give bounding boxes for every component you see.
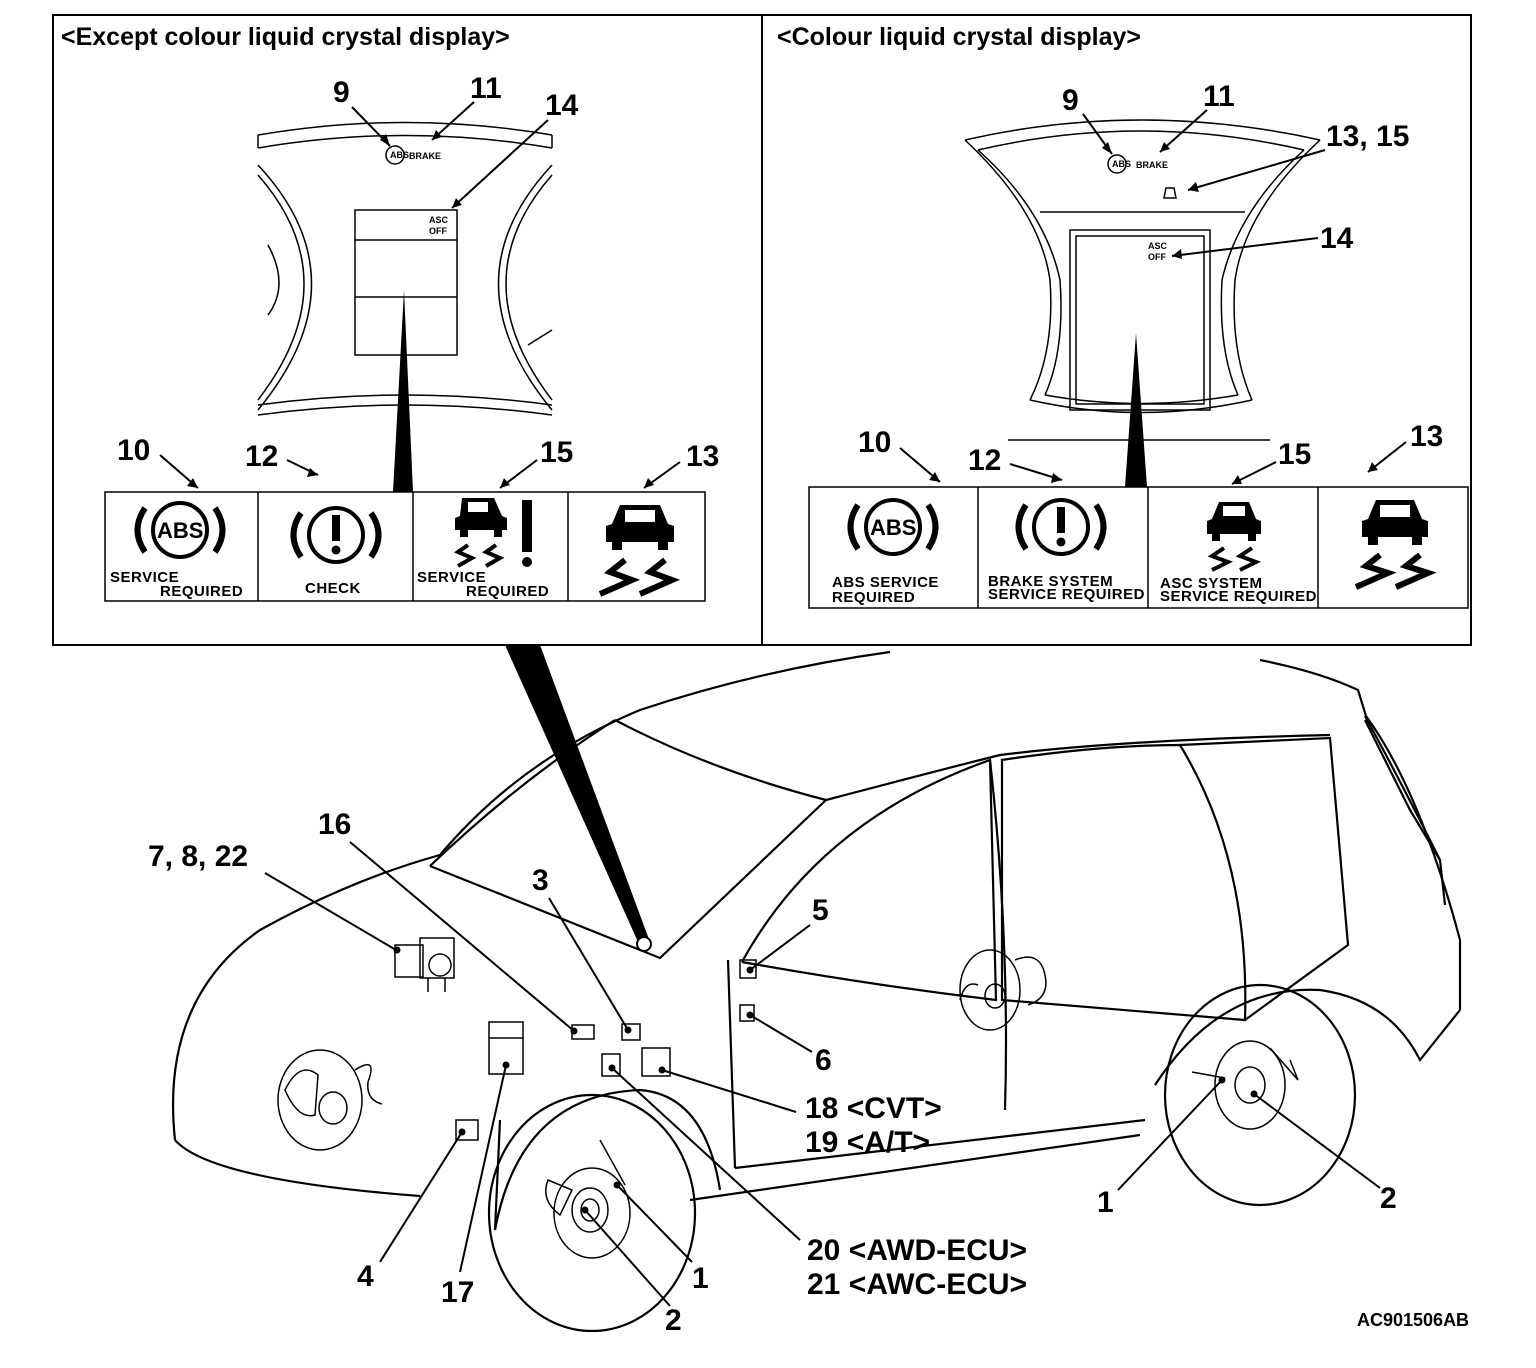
right-asc-label-2: OFF	[1148, 252, 1166, 262]
rear-wheel	[1163, 983, 1357, 1207]
right-callout-13-15: 13, 15	[1326, 120, 1409, 153]
left-asc-caption-2: REQUIRED	[466, 583, 549, 600]
callout-2-front: 2	[665, 1304, 682, 1337]
left-callout-15: 15	[540, 436, 573, 469]
figure-code: AC901506AB	[1357, 1310, 1469, 1330]
right-callout-13: 13	[1410, 420, 1443, 453]
left-meter-cluster	[257, 121, 553, 416]
right-callout-14: 14	[1320, 222, 1354, 255]
left-asc-caption-1: SERVICE	[417, 569, 486, 586]
left-warning-strip	[104, 491, 706, 602]
left-brake-caption: CHECK	[305, 580, 361, 597]
left-asc-label-1: ASC	[429, 215, 449, 225]
callout-6: 6	[815, 1044, 832, 1077]
right-callout-15: 15	[1278, 438, 1311, 471]
left-display-pointer	[393, 290, 413, 492]
control-module-17	[488, 1021, 524, 1075]
left-asc-service-icon	[453, 498, 532, 568]
left-brake-warning-icon	[290, 506, 382, 564]
left-abs-caption-1: SERVICE	[110, 569, 179, 586]
right-callout-9: 9	[1062, 84, 1079, 117]
switch-5	[739, 959, 757, 979]
sensor-3	[621, 1023, 641, 1041]
left-brake-small-label: BRAKE	[409, 151, 441, 161]
right-brake-small-label: BRAKE	[1136, 160, 1168, 170]
right-callout-10: 10	[858, 426, 891, 459]
right-abs-caption-2: REQUIRED	[832, 589, 915, 606]
switch-4	[455, 1119, 479, 1141]
left-callout-14: 14	[545, 89, 579, 122]
left-callout-9: 9	[333, 76, 350, 109]
switch-6	[739, 1004, 755, 1022]
right-display-pointer	[1125, 333, 1147, 487]
left-callout-10: 10	[117, 434, 150, 467]
front-left-brake-disc	[277, 1049, 383, 1151]
cluster-location-pointer	[505, 645, 650, 942]
right-asc-label-1: ASC	[1148, 241, 1168, 251]
callout-20-awd-ecu: 20 <AWD-ECU>	[807, 1234, 1027, 1267]
right-asc-service-icon	[1207, 502, 1261, 572]
left-asc-label-2: OFF	[429, 226, 447, 236]
callout-3: 3	[532, 864, 549, 897]
callout-16: 16	[318, 808, 351, 841]
callout-18-cvt: 18 <CVT>	[805, 1092, 942, 1125]
left-callout-12: 12	[245, 440, 278, 473]
right-abs-small-label: ABS	[1112, 159, 1131, 169]
left-abs-small-label: ABS	[390, 150, 409, 160]
left-panel-title: <Except colour liquid crystal display>	[61, 23, 510, 51]
front-wheel	[487, 1093, 697, 1333]
callout-19-at: 19 <A/T>	[805, 1126, 930, 1159]
callout-7-8-22: 7, 8, 22	[148, 840, 248, 873]
left-callout-11: 11	[470, 72, 502, 105]
left-abs-warning-icon	[134, 501, 226, 559]
right-asc-caption-1: ASC SYSTEM	[1160, 575, 1263, 592]
right-callout-12: 12	[968, 444, 1001, 477]
left-asc-active-icon	[598, 505, 681, 597]
rear-left-brake-disc	[959, 949, 1047, 1031]
callout-5: 5	[812, 894, 829, 927]
right-brake-caption-2: SERVICE REQUIRED	[988, 586, 1145, 603]
left-callout-13: 13	[686, 440, 719, 473]
ecu-18-19	[641, 1047, 671, 1077]
right-abs-warning-icon	[847, 498, 939, 556]
callout-2-rear: 2	[1380, 1182, 1397, 1215]
left-abs-caption-2: REQUIRED	[160, 583, 243, 600]
car-body-outline	[171, 650, 1462, 1231]
right-panel-title: <Colour liquid crystal display>	[777, 23, 1141, 51]
right-asc-caption-2: SERVICE REQUIRED	[1160, 588, 1317, 605]
right-abs-caption-1: ABS SERVICE	[832, 574, 939, 591]
callout-21-awc-ecu: 21 <AWC-ECU>	[807, 1268, 1027, 1301]
callout-4: 4	[357, 1260, 374, 1293]
callout-17: 17	[441, 1276, 474, 1309]
left-abs-icon-text: ABS	[157, 518, 203, 543]
right-brake-caption-1: BRAKE SYSTEM	[988, 573, 1113, 590]
right-brake-warning-icon	[1015, 498, 1107, 556]
callout-1-front: 1	[692, 1262, 709, 1295]
right-asc-active-icon	[1354, 500, 1437, 590]
right-abs-icon-text: ABS	[870, 515, 916, 540]
ecu-20-21	[601, 1053, 621, 1077]
hydraulic-unit	[394, 937, 455, 992]
callout-1-rear: 1	[1097, 1186, 1114, 1219]
right-callout-11: 11	[1203, 80, 1235, 113]
